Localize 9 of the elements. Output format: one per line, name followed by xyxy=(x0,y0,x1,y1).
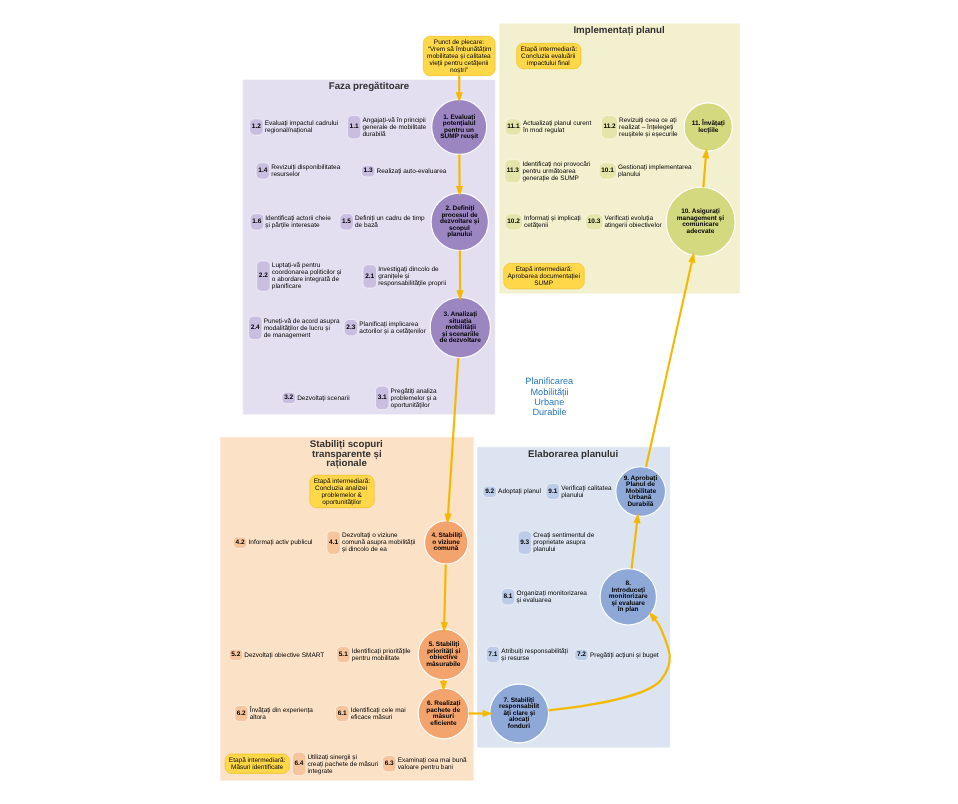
arrow xyxy=(443,357,459,524)
arrow xyxy=(643,252,695,468)
arrow xyxy=(629,512,640,569)
arrow xyxy=(439,564,447,633)
arrow xyxy=(467,709,492,718)
arrow xyxy=(547,611,670,712)
arrow xyxy=(701,147,709,188)
arrow xyxy=(454,154,463,197)
arrow xyxy=(455,250,463,301)
